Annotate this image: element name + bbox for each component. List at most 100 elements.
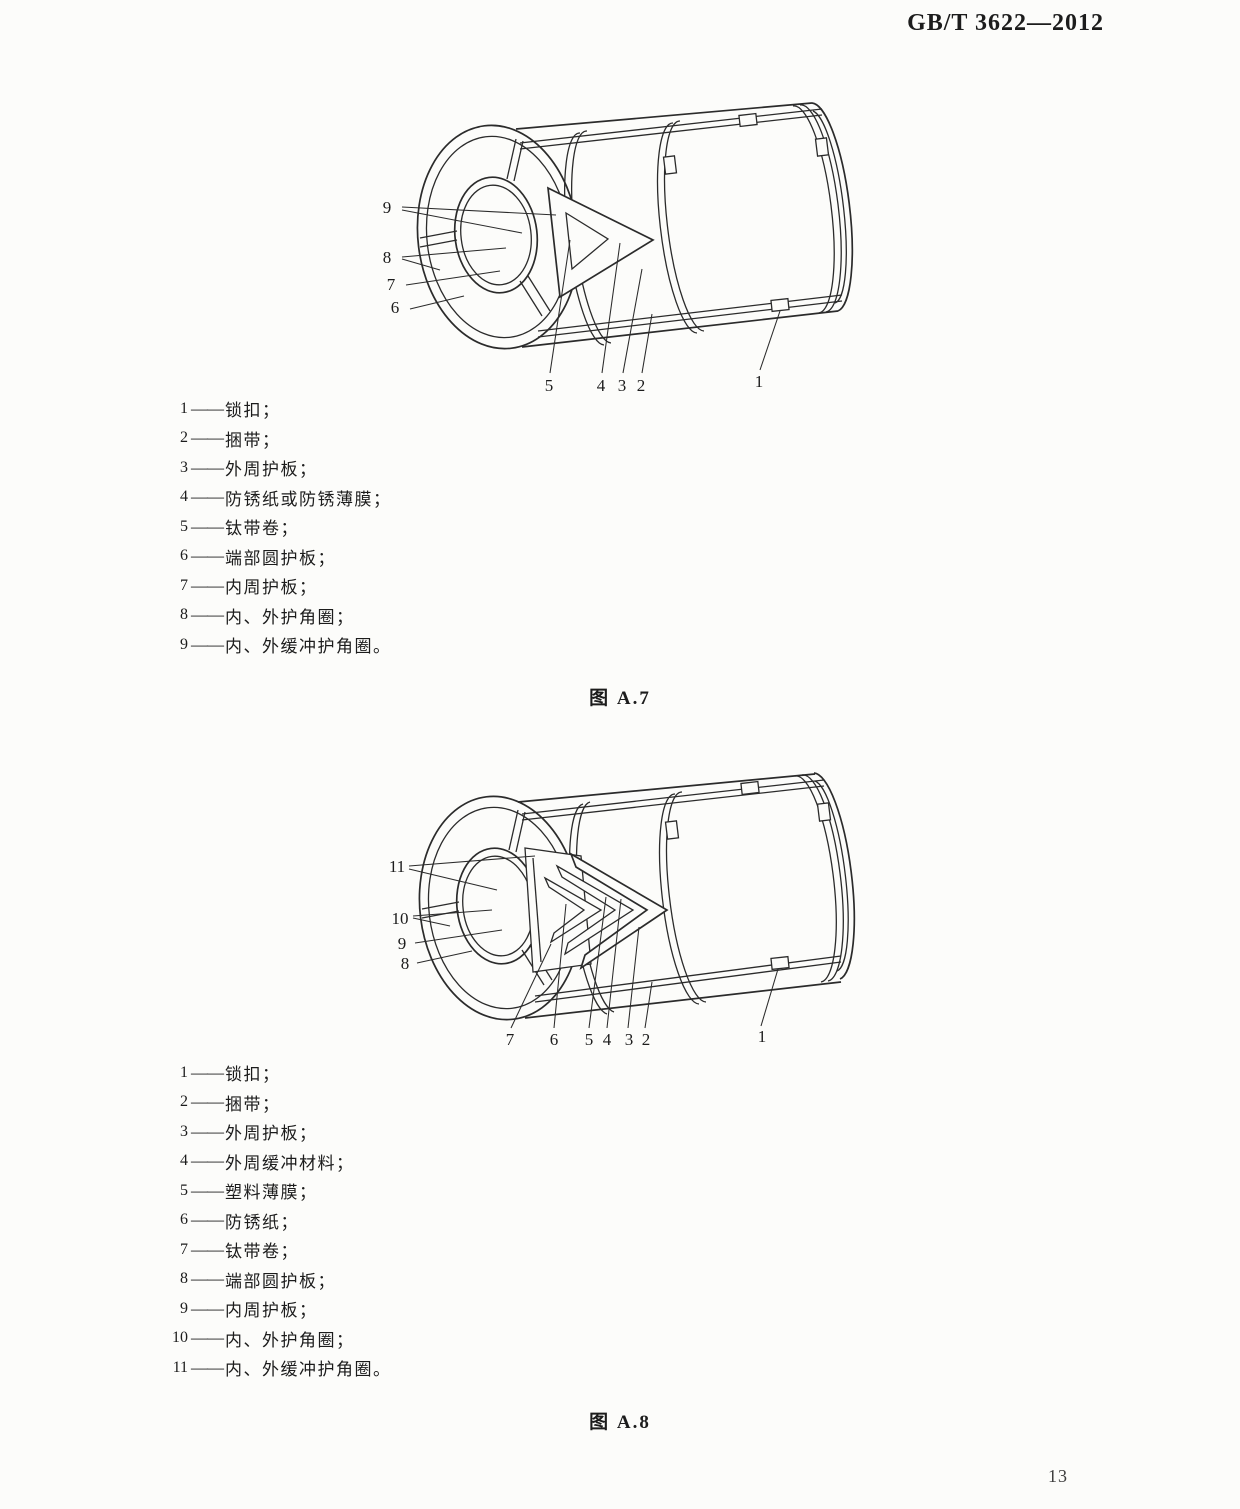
legend-dash: —— [191, 1151, 224, 1171]
legend-dash: —— [191, 428, 224, 448]
legend-item: 8——内、外护角圈； [156, 601, 392, 631]
bore-inner [460, 184, 532, 286]
callout-8: 8 [401, 954, 410, 973]
bottom-strap-2 [537, 300, 843, 338]
legend-text: 钛带卷； [225, 519, 299, 539]
legend-dash: —— [191, 1357, 224, 1377]
figure-a7-legend: 1——锁扣； 2——捆带； 3——外周护板； 4——防锈纸或防锈薄膜； 5——钛… [156, 394, 392, 660]
legend-text: 钛带卷； [225, 1242, 299, 1262]
figure-a7-diagram: 9 8 7 6 5 4 3 2 1 [383, 102, 854, 395]
bottom-strap-1 [537, 294, 843, 332]
legend-num: 9 [180, 1299, 188, 1317]
body-top-edge [517, 773, 816, 803]
legend-num: 2 [180, 429, 188, 447]
callout-numbers: 9 8 7 6 5 4 3 2 1 [383, 198, 764, 395]
buckle [662, 155, 678, 175]
legend-num: 2 [180, 1093, 188, 1111]
corner-protector-chevrons [524, 847, 669, 973]
legend-text: 外周护板； [225, 460, 318, 480]
legend-text: 内、外缓冲护角圈。 [225, 637, 392, 657]
bottom-strap-2 [534, 961, 842, 1003]
legend-dash: —— [191, 1180, 224, 1200]
legend-dash: —— [191, 634, 224, 654]
callout-11: 11 [389, 857, 405, 876]
back-rim-outer [813, 772, 856, 980]
longitudinal-straps [519, 108, 843, 338]
legend-item: 1——锁扣； [156, 394, 392, 424]
legend-item: 6——端部圆护板； [156, 542, 392, 572]
legend-item: 8——端部圆护板； [156, 1265, 392, 1295]
legend-num: 1 [180, 1063, 188, 1081]
arrow-inner-triangle [565, 211, 610, 271]
arrow-outer-triangle [546, 186, 655, 299]
legend-text: 端部圆护板； [225, 548, 336, 568]
buckle [738, 112, 758, 128]
callout-6: 6 [550, 1030, 559, 1049]
chevron-middle [555, 864, 635, 956]
body-bottom-edge [521, 310, 839, 348]
legend-num: 4 [180, 1152, 188, 1170]
coil-body [515, 102, 854, 348]
callout-4: 4 [603, 1030, 612, 1049]
legend-num: 7 [180, 1240, 188, 1258]
mid-band-1 [656, 122, 698, 334]
legend-num: 5 [180, 517, 188, 535]
legend-num: 8 [180, 1270, 188, 1288]
legend-text: 内、外缓冲护角圈。 [225, 1360, 392, 1380]
legend-item: 2——捆带； [156, 424, 392, 454]
legend-dash: —— [191, 1298, 224, 1318]
leader-lines [401, 206, 781, 374]
buckle [770, 955, 790, 971]
legend-num: 6 [180, 1211, 188, 1229]
legend-text: 外周护板； [225, 1124, 318, 1144]
figure-a8-caption: 图 A.8 [589, 1412, 651, 1433]
legend-dash: —— [191, 487, 224, 507]
legend-num: 8 [180, 606, 188, 624]
chevron-outer [569, 852, 669, 971]
figure-a8-legend: 1——锁扣； 2——捆带； 3——外周护板； 4——外周缓冲材料； 5——塑料薄… [156, 1058, 392, 1383]
legend-item: 7——内周护板； [156, 571, 392, 601]
buckle [814, 137, 830, 157]
back-end-band-1 [799, 104, 842, 313]
legend-dash: —— [191, 1121, 224, 1141]
legend-dash: —— [191, 546, 224, 566]
callout-6: 6 [391, 298, 400, 317]
legend-item: 5——塑料薄膜； [156, 1176, 392, 1206]
legend-text: 外周缓冲材料； [225, 1153, 355, 1173]
callout-8: 8 [383, 248, 392, 267]
legend-dash: —— [191, 1092, 224, 1112]
top-strap-1 [521, 779, 825, 815]
legend-num: 10 [172, 1329, 188, 1347]
body-top-edge [515, 102, 813, 130]
legend-item: 11——内、外缓冲护角圈。 [156, 1353, 392, 1383]
back-end-band-2 [794, 775, 837, 983]
legend-text: 端部圆护板； [225, 1271, 336, 1291]
buckle [770, 297, 790, 313]
legend-dash: —— [191, 1239, 224, 1259]
mid-band-2 [663, 120, 705, 332]
legend-item: 3——外周护板； [156, 453, 392, 483]
top-strap-1 [519, 108, 823, 144]
legend-dash: —— [191, 575, 224, 595]
legend-item: 3——外周护板； [156, 1117, 392, 1147]
callout-5: 5 [545, 376, 554, 395]
back-end-band-1 [801, 774, 844, 982]
buckle [740, 780, 760, 796]
legend-dash: —— [191, 516, 224, 536]
legend-text: 捆带； [225, 430, 281, 450]
figure-a7-caption: 图 A.7 [589, 688, 651, 709]
mid-band-1 [658, 793, 700, 1005]
legend-item: 2——捆带； [156, 1088, 392, 1118]
callout-9: 9 [398, 934, 407, 953]
legend-dash: —— [191, 1269, 224, 1289]
legend-item: 6——防锈纸； [156, 1206, 392, 1236]
legend-text: 锁扣； [225, 401, 281, 421]
bottom-strap-1 [534, 955, 842, 997]
legend-item: 9——内、外缓冲护角圈。 [156, 630, 392, 660]
legend-item: 10——内、外护角圈； [156, 1324, 392, 1354]
buckle [816, 802, 832, 822]
legend-num: 9 [180, 635, 188, 653]
callout-7: 7 [387, 275, 396, 294]
coil-body [517, 772, 856, 1019]
legend-text: 防锈纸； [225, 1212, 299, 1232]
